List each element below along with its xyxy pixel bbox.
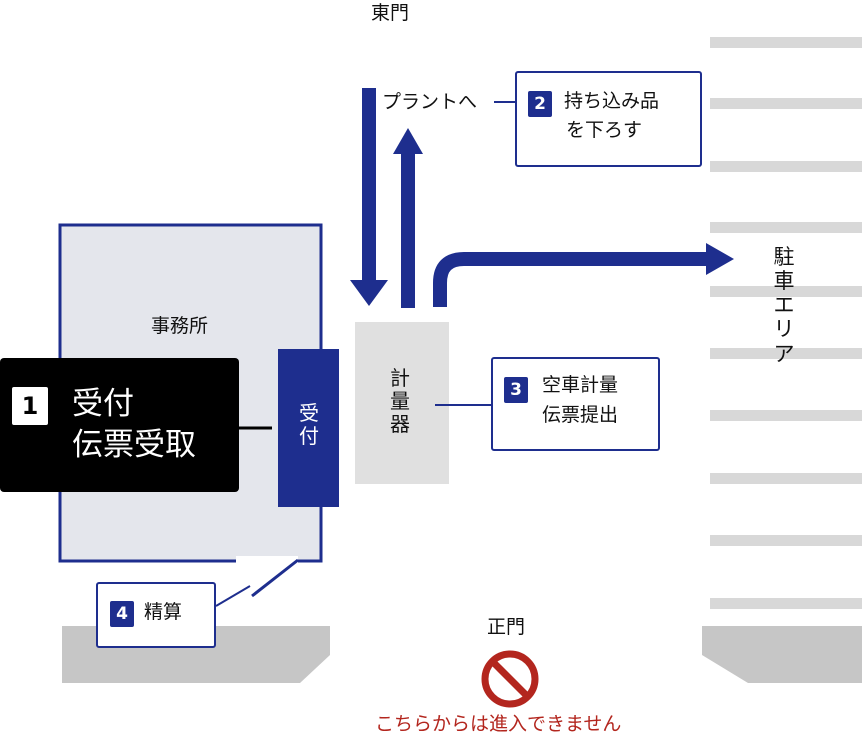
step1-callout	[0, 358, 239, 492]
step4-connector	[215, 585, 251, 607]
step3-line2: 伝票提出	[542, 404, 619, 426]
scale-box	[355, 322, 449, 484]
right-road-block	[702, 626, 862, 683]
step2-line2: を下ろす	[566, 119, 643, 141]
step2-number: 2	[528, 91, 552, 117]
door-line	[251, 558, 299, 598]
office-label: 事務所	[151, 315, 209, 337]
step3-number: 3	[504, 377, 528, 403]
reception-window	[278, 349, 339, 507]
step1-line2: 伝票受取	[72, 426, 196, 463]
parking-label: 駐車エリア	[773, 245, 795, 366]
step1-number: 1	[12, 387, 48, 425]
step3-callout	[491, 357, 660, 451]
reception-window-label: 受付	[299, 401, 319, 448]
no-entry-icon	[481, 650, 539, 708]
step1-line1: 受付	[72, 386, 134, 422]
no-entry-notice: こちらからは進入できません	[375, 713, 622, 735]
to-plant-label: プラントへ	[382, 91, 478, 113]
parking-stripes	[710, 37, 862, 609]
arrow-up-to-plant	[393, 128, 423, 308]
east-gate-label: 東門	[371, 2, 410, 24]
arrow-to-parking	[433, 243, 734, 307]
step4-line1: 精算	[144, 601, 183, 623]
step4-number: 4	[110, 601, 134, 627]
step3-line1: 空車計量	[542, 374, 619, 396]
office-door-gap	[236, 556, 298, 566]
step1-text: 受付 伝票受取	[72, 384, 196, 466]
step2-line1: 持ち込み品	[564, 90, 660, 112]
step2-callout	[515, 71, 702, 167]
scale-label: 計量器	[390, 366, 410, 436]
arrow-down-from-east-gate	[350, 88, 388, 306]
main-gate-label: 正門	[487, 616, 526, 638]
